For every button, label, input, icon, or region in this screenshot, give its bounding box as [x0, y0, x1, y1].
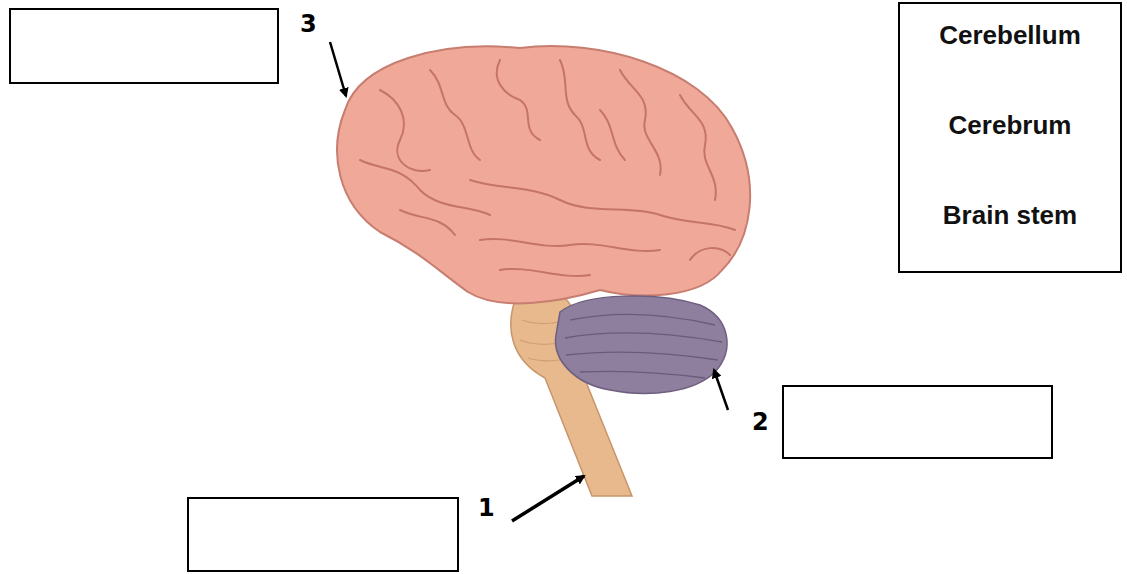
answer-box	[188, 498, 458, 571]
word-bank-term: Brain stem	[943, 200, 1077, 231]
leader-arrow	[330, 42, 346, 96]
cerebellum	[556, 296, 727, 393]
cerebrum	[337, 46, 750, 303]
word-bank-term: Cerebellum	[939, 20, 1081, 51]
leader-arrow	[714, 370, 728, 410]
callout-number: 1	[478, 494, 495, 522]
word-bank-box: CerebellumCerebrumBrain stem	[898, 2, 1122, 273]
callout-number: 2	[752, 408, 769, 436]
word-bank-term: Cerebrum	[949, 110, 1072, 141]
answer-box	[10, 9, 278, 83]
leader-arrow	[512, 476, 584, 521]
answer-box	[783, 386, 1052, 458]
callout-number: 3	[300, 10, 317, 38]
